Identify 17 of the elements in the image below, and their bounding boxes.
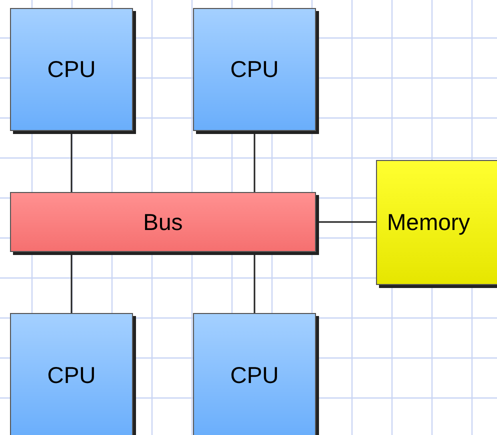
connector-line — [254, 252, 256, 313]
connector-line — [316, 221, 376, 223]
node-label: Bus — [143, 208, 183, 236]
memory-box — [376, 160, 497, 285]
connector-line — [254, 131, 256, 192]
connector-line — [70, 131, 72, 192]
node-label: CPU — [230, 56, 279, 83]
cpu-box — [193, 8, 316, 131]
cpu-box — [193, 313, 316, 435]
node-label: Memory — [387, 209, 470, 236]
node-label: CPU — [230, 362, 279, 389]
connector-line — [70, 252, 72, 313]
bus-bar — [10, 192, 316, 252]
cpu-box — [10, 313, 133, 435]
cpu-box — [10, 8, 133, 131]
node-label: CPU — [47, 56, 96, 83]
node-label: CPU — [47, 362, 96, 389]
